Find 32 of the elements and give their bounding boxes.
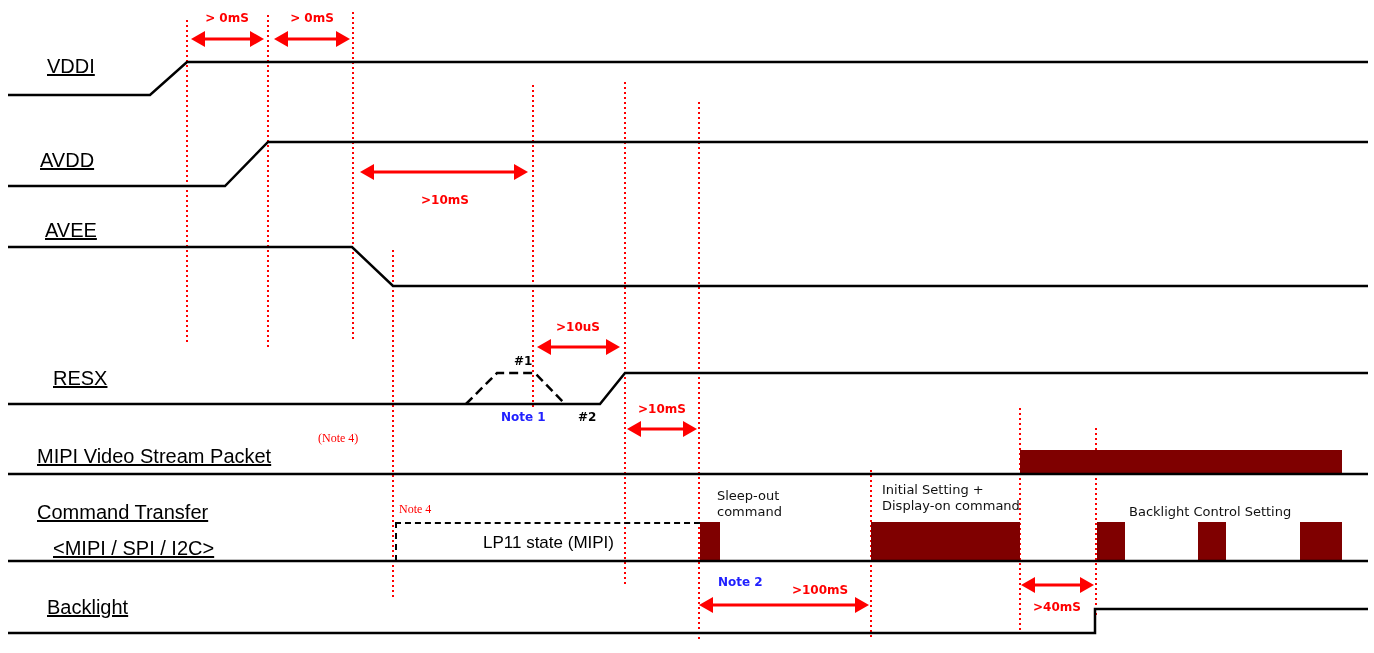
- signal-name: AVEE: [45, 218, 97, 242]
- data-packet-bar: [1097, 522, 1125, 561]
- note-label: Note 4: [399, 501, 432, 517]
- note-label: Note 2: [718, 574, 763, 590]
- signal-name: RESX: [53, 366, 108, 390]
- signal-name: Command Transfer: [37, 500, 209, 524]
- state-box: [395, 522, 700, 561]
- data-packet-bar: [871, 522, 1020, 561]
- pulse-label: #2: [578, 409, 597, 425]
- signal-name: Backlight: [47, 595, 129, 619]
- timing-label: >10mS: [421, 192, 469, 208]
- timing-label: >100mS: [791, 582, 849, 598]
- command-label: Sleep-out command: [717, 488, 783, 520]
- note-label: (Note 4): [318, 430, 359, 446]
- note-label: Note 1: [501, 409, 546, 425]
- data-packet-bar: [700, 522, 720, 561]
- timing-label: > 0mS: [290, 10, 334, 26]
- signal-name: <MIPI / SPI / I2C>: [53, 536, 215, 560]
- command-label: Backlight Control Setting: [1129, 504, 1292, 520]
- signal-name: VDDI: [47, 54, 95, 78]
- data-packet-bar: [1020, 450, 1342, 474]
- timing-label: >40mS: [1033, 599, 1081, 615]
- data-packet-bar: [1300, 522, 1342, 561]
- pulse-label: #1: [514, 353, 533, 369]
- timing-label: >10uS: [556, 319, 600, 335]
- state-label: LP11 state (MIPI): [483, 532, 614, 553]
- command-label: Initial Setting + Display-on command: [882, 482, 1021, 514]
- signal-name: MIPI Video Stream Packet: [37, 444, 272, 468]
- timing-label: > 0mS: [205, 10, 249, 26]
- data-packet-bar: [1198, 522, 1226, 561]
- signal-name: AVDD: [40, 148, 95, 172]
- timing-label: >10mS: [638, 401, 686, 417]
